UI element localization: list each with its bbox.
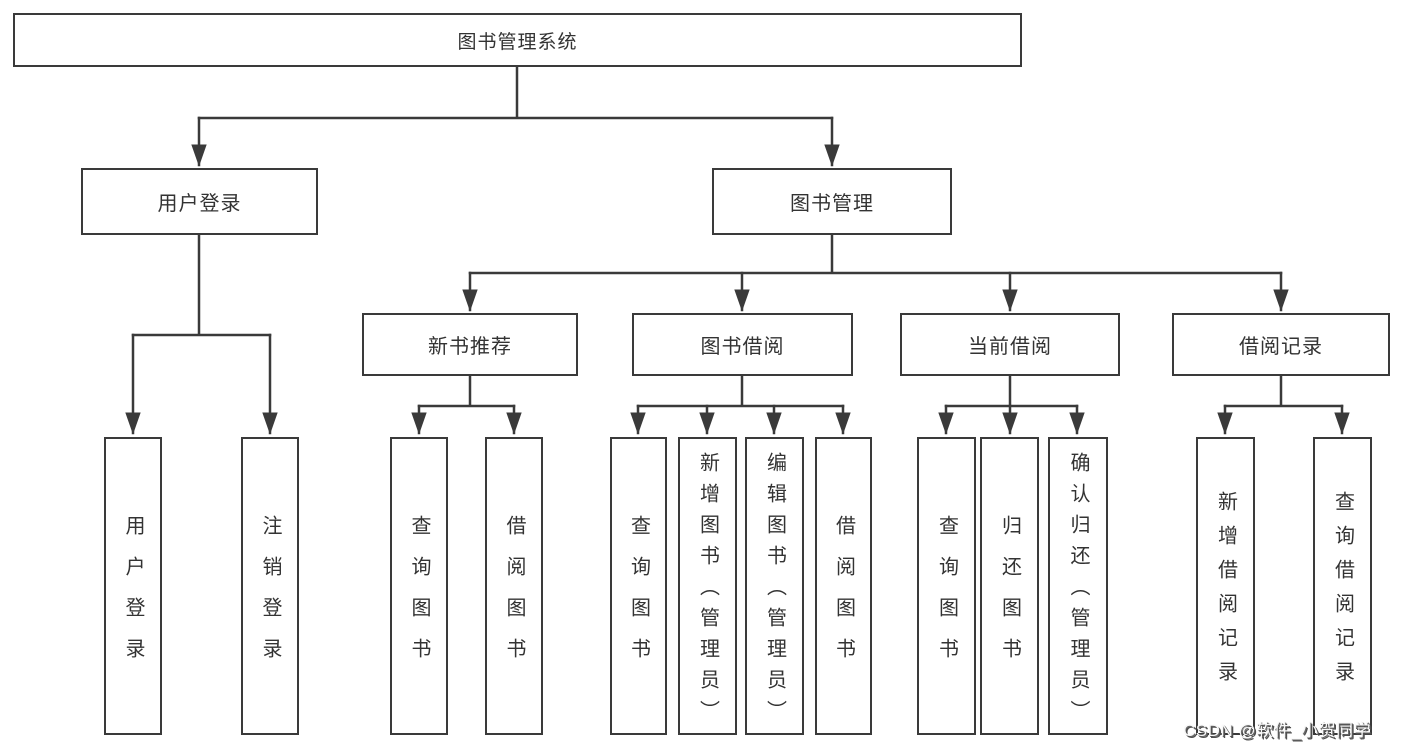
edge-book-borrow-rail [636,374,845,408]
leaf-cb-return-books: 归还图书 [980,437,1039,735]
leaf-bb-edit-books-admin: 编辑图书（管理员） [745,437,804,735]
leaf-cb-return-books-label: 归还图书 [998,514,1021,679]
node-book-borrow: 图书借阅 [632,313,853,376]
edge-current-borrow-rail [944,374,1079,408]
leaf-bb-add-books-admin: 新增图书（管理员） [678,437,737,735]
node-book-management-label: 图书管理 [790,193,874,215]
leaf-logout: 注销登录 [241,437,299,735]
leaf-br-query-record-label: 查询借阅记录 [1331,491,1354,695]
leaf-user-login: 用户登录 [104,437,162,735]
leaf-cb-confirm-return-admin-label: 确认归还（管理员） [1067,452,1089,731]
leaf-br-query-record: 查询借阅记录 [1313,437,1372,735]
node-system-root: 图书管理系统 [13,13,1022,67]
leaf-bb-edit-books-admin-label: 编辑图书（管理员） [763,452,786,731]
edge-book-management-rail [468,233,1283,275]
leaf-nbr-query-books: 查询图书 [390,437,448,735]
leaf-nbr-borrow-books-label: 借阅图书 [503,514,525,679]
leaf-cb-confirm-return-admin: 确认归还（管理员） [1048,437,1108,735]
leaf-bb-borrow-books: 借阅图书 [815,437,872,735]
node-system-root-label: 图书管理系统 [457,31,578,53]
edge-root-rail [197,65,834,120]
node-book-management: 图书管理 [712,168,952,235]
node-current-borrow-label: 当前借阅 [968,336,1052,358]
leaf-user-login-label: 用户登录 [122,514,144,679]
node-current-borrow: 当前借阅 [900,313,1120,376]
leaf-cb-query-books-label: 查询图书 [935,514,958,679]
edge-borrow-records-rail [1223,374,1344,408]
leaf-nbr-borrow-books: 借阅图书 [485,437,543,735]
leaf-br-add-record: 新增借阅记录 [1196,437,1255,735]
node-new-book-recommend-label: 新书推荐 [428,336,512,358]
node-user-login-label: 用户登录 [157,193,242,215]
leaf-nbr-query-books-label: 查询图书 [408,514,430,679]
node-borrow-records: 借阅记录 [1172,313,1390,376]
node-user-login: 用户登录 [81,168,318,235]
edge-user-login-rail [131,233,272,337]
leaf-bb-borrow-books-label: 借阅图书 [832,514,855,679]
leaf-bb-add-books-admin-label: 新增图书（管理员） [696,452,719,731]
node-book-borrow-label: 图书借阅 [700,336,785,358]
csdn-watermark: CSDN @软件_小贺同学 [1183,721,1372,740]
leaf-logout-label: 注销登录 [259,514,281,679]
leaf-bb-query-books-label: 查询图书 [627,514,650,679]
node-new-book-recommend: 新书推荐 [362,313,578,376]
leaf-bb-query-books: 查询图书 [610,437,667,735]
node-borrow-records-label: 借阅记录 [1239,336,1323,358]
leaf-br-add-record-label: 新增借阅记录 [1214,491,1237,695]
leaf-cb-query-books: 查询图书 [917,437,976,735]
edge-new-book-recommend-rail [417,374,516,408]
